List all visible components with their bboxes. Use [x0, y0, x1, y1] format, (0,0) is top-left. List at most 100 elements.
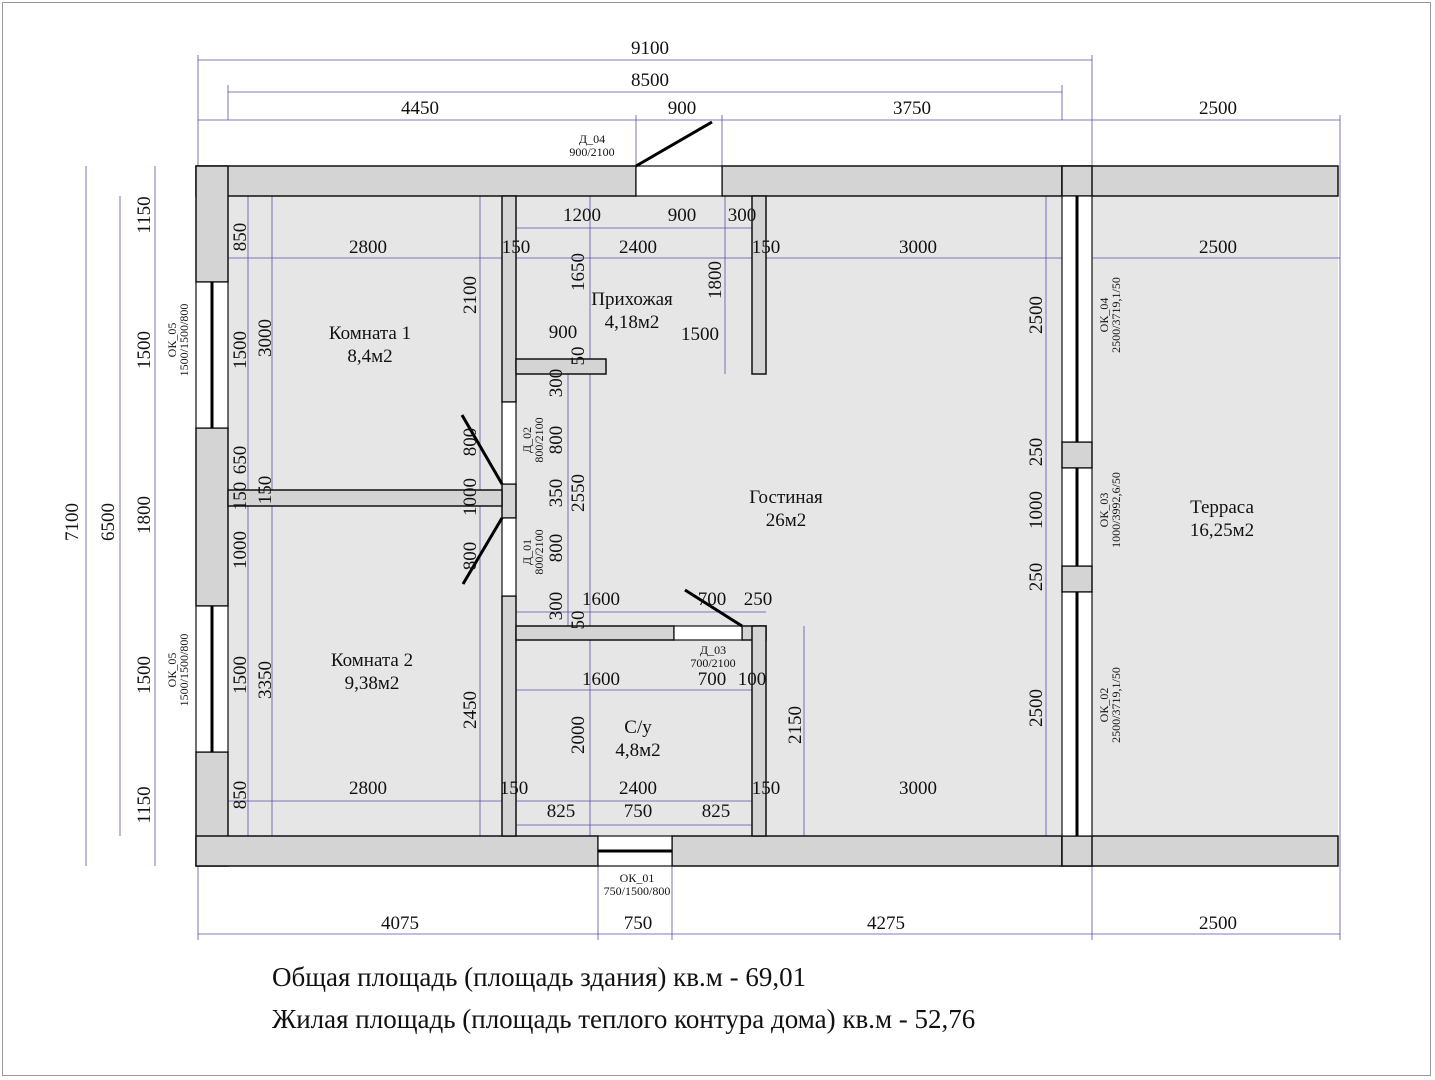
dimension-label: 250	[1026, 563, 1047, 592]
dimension-label: 3350	[255, 661, 276, 699]
opening-spec: 1000/3992,6/50	[1109, 472, 1123, 548]
opening-spec: 750/1500/800	[604, 884, 671, 898]
dimension-label: 1150	[134, 196, 155, 233]
dimension-label: 1200	[563, 205, 601, 226]
opening-spec: 900/2100	[569, 145, 614, 159]
hall-wall	[515, 358, 607, 375]
dimension-label: 1600	[582, 669, 620, 690]
room-area: 4,8м2	[615, 740, 660, 761]
total-area-text: Общая площадь (площадь здания) кв.м - 69…	[272, 962, 807, 992]
dimension-label: 8500	[631, 70, 669, 91]
dimension-label: 1500	[230, 331, 251, 369]
dimension-label: 150	[752, 778, 781, 799]
room-name: Прихожая	[591, 289, 673, 310]
dimension-label: 2800	[349, 237, 387, 258]
interior-area	[228, 196, 1062, 836]
dimension-label: 250	[744, 589, 773, 610]
dimension-label: 100	[738, 669, 767, 690]
room-name: Терраса	[1190, 497, 1254, 518]
opening-spec: 1500/1500/800	[177, 634, 191, 707]
dimension-label: 800	[460, 542, 481, 571]
dimension-label: 650	[230, 446, 251, 475]
walls	[195, 165, 1339, 867]
dimension-label: 750	[624, 913, 653, 934]
dimension-label: 2550	[568, 474, 589, 512]
dimension-label: 1000	[230, 531, 251, 569]
dimension-label: 1500	[230, 656, 251, 694]
room-area: 4,18м2	[605, 312, 660, 333]
opening-spec: 1500/1500/800	[177, 304, 191, 377]
door-swing	[635, 120, 713, 168]
dimension-label: 800	[460, 428, 481, 457]
door-swing	[461, 517, 504, 585]
room-name: Комната 2	[331, 650, 413, 671]
entrance-door	[635, 165, 723, 197]
dimension-label: 1000	[460, 478, 481, 516]
dimension-label: 150	[230, 482, 251, 511]
room-area: 16,25м2	[1190, 520, 1254, 541]
dimension-label: 2450	[460, 691, 481, 729]
dimension-label: 800	[546, 534, 567, 563]
opening-spec: 800/2100	[532, 417, 546, 462]
dimension-label: 2500	[1199, 913, 1237, 934]
bathroom-wall	[751, 625, 767, 837]
right-wall	[1061, 835, 1093, 867]
dimension-label: 4075	[381, 913, 419, 934]
bottom-wall	[195, 835, 599, 867]
door-swing	[460, 414, 504, 485]
dimension-label: 2000	[568, 716, 589, 754]
partition-wall	[501, 483, 517, 519]
opening-code: ОК_01	[620, 871, 655, 885]
opening-code: ОК_05	[165, 653, 179, 688]
dimension-label: 4450	[401, 98, 439, 119]
dimension-label: 7100	[62, 503, 83, 541]
dimension-label: 2150	[785, 706, 806, 744]
dimension-label: 3750	[893, 98, 931, 119]
door	[673, 625, 743, 641]
right-wall	[1061, 441, 1093, 469]
opening-spec: 800/2100	[532, 529, 546, 574]
dimension-label: 300	[546, 369, 567, 398]
dimension-label: 900	[668, 98, 697, 119]
dimension-label: 1500	[134, 656, 155, 694]
dimension-label: 300	[728, 205, 757, 226]
terrace-bottom-wall	[1061, 835, 1339, 867]
dimension-label: 700	[698, 589, 727, 610]
terrace-top-wall	[1061, 165, 1339, 197]
dimension-label: 1500	[134, 331, 155, 369]
dimension-label: 1150	[134, 786, 155, 823]
dimension-label: 750	[624, 801, 653, 822]
room-area: 9,38м2	[345, 673, 400, 694]
door-swing	[684, 588, 743, 628]
dimension-label: 1800	[705, 261, 726, 299]
opening-spec: 700/2100	[690, 656, 735, 670]
dimension-label: 50	[568, 347, 589, 366]
terrace-area	[1092, 196, 1338, 836]
right-wall	[1061, 165, 1093, 197]
dimension-label: 150	[502, 237, 531, 258]
dimension-label: 1000	[1026, 491, 1047, 529]
dimension-label: 250	[1026, 438, 1047, 467]
dimension-label: 50	[568, 611, 589, 630]
opening-spec: 2500/3719,1/50	[1109, 667, 1123, 743]
openings	[195, 120, 1093, 867]
dimension-label: 3000	[255, 319, 276, 357]
dimension-label: 825	[702, 801, 731, 822]
opening-code: Д_03	[700, 643, 726, 657]
room-name: Комната 1	[329, 323, 411, 344]
partition-wall	[501, 595, 517, 837]
opening-code: ОК_04	[1097, 298, 1111, 333]
dimension-label: 2500	[1199, 98, 1237, 119]
room-area: 26м2	[766, 510, 807, 531]
hall-wall	[751, 195, 767, 375]
opening-code: ОК_05	[165, 323, 179, 358]
room-name: С/у	[624, 717, 652, 738]
dimension-label: 2400	[619, 237, 657, 258]
dimension-label: 900	[668, 205, 697, 226]
dimension-label: 1600	[582, 589, 620, 610]
partition-wall	[501, 195, 517, 403]
bottom-wall	[671, 835, 1063, 867]
